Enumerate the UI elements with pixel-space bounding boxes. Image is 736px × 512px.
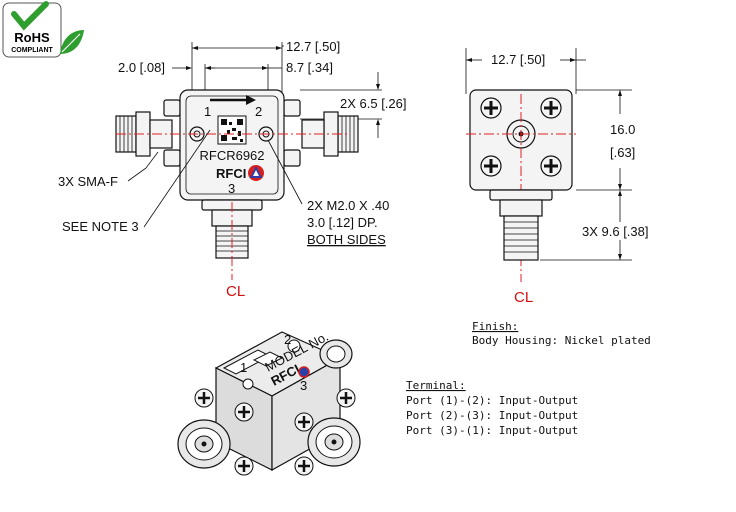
rohs-badge: RoHS COMPLIANT xyxy=(2,1,84,58)
screw-icon xyxy=(194,388,214,408)
screw-icon xyxy=(234,402,254,422)
screw-icon xyxy=(480,155,502,177)
iso-connector-left xyxy=(177,419,231,469)
dim-side-connector: 3X 9.6 [.38] xyxy=(582,224,649,239)
side-bottom-connector xyxy=(489,189,553,261)
port-2-label: 2 xyxy=(255,104,262,119)
callout-screw-line1: 2X M2.0 X .40 xyxy=(307,198,389,213)
dim-side-height-in: [.63] xyxy=(610,145,635,160)
port-1-label: 1 xyxy=(204,104,211,119)
iso-port-2: 2 xyxy=(284,332,291,347)
isometric-view: 1 2 3 MODEL No. RFCI xyxy=(177,329,361,476)
dim-side-height-mm: 16.0 xyxy=(610,122,635,137)
iso-connector-back xyxy=(319,339,353,369)
dim-side-width: 12.7 [.50] xyxy=(491,52,545,67)
front-centerline-label: CL xyxy=(226,283,245,300)
rohs-title: RoHS xyxy=(14,30,50,45)
callout-screw-line2: 3.0 [.12] DP. xyxy=(307,215,378,230)
screw-icon xyxy=(336,388,356,408)
terminal-row: Port (2)-(3): Input-Output xyxy=(406,409,578,422)
finish-heading: Finish: xyxy=(472,320,518,333)
iso-port-3: 3 xyxy=(300,378,307,393)
terminal-note: Terminal: Port (1)-(2): Input-Output Por… xyxy=(406,379,578,437)
dim-inner-width: 8.7 [.34] xyxy=(286,60,333,75)
terminal-row: Port (1)-(2): Input-Output xyxy=(406,394,578,407)
side-centerline-label: CL xyxy=(514,289,533,306)
iso-port-1: 1 xyxy=(240,360,247,375)
front-view: 12.7 [.50] 2.0 [.08] 8.7 [.34] 2X 6.5 [.… xyxy=(58,39,407,300)
finish-note: Finish: Body Housing: Nickel plated xyxy=(472,320,651,347)
left-sma-connector xyxy=(115,99,181,167)
dim-height: 2X 6.5 [.26] xyxy=(340,96,407,111)
callout-screw-line3: BOTH SIDES xyxy=(307,232,386,247)
screw-icon xyxy=(540,155,562,177)
port-3-label: 3 xyxy=(228,181,235,196)
iso-logo-icon xyxy=(298,366,310,378)
iso-connector-right xyxy=(307,417,361,467)
callout-note: SEE NOTE 3 xyxy=(62,219,139,234)
dim-overall-width: 12.7 [.50] xyxy=(286,39,340,54)
iso-qr-code xyxy=(252,351,284,367)
screw-icon xyxy=(294,456,314,476)
model-number: RFCR6962 xyxy=(199,148,264,163)
screw-icon xyxy=(540,97,562,119)
brand-logo-icon xyxy=(248,165,264,181)
checkmark-icon xyxy=(11,1,49,31)
callout-sma: 3X SMA-F xyxy=(58,174,118,189)
direction-arrow-icon xyxy=(246,95,256,105)
rohs-subtitle: COMPLIANT xyxy=(11,47,53,54)
screw-icon xyxy=(294,412,314,432)
dim-offset: 2.0 [.08] xyxy=(118,60,165,75)
brand-logo-text: RFCI xyxy=(216,166,246,181)
side-view: 12.7 [.50] xyxy=(465,48,649,306)
finish-text: Body Housing: Nickel plated xyxy=(472,334,651,347)
screw-icon xyxy=(234,456,254,476)
screw-icon xyxy=(480,97,502,119)
qr-code xyxy=(217,115,247,145)
terminal-row: Port (3)-(1): Input-Output xyxy=(406,424,578,437)
terminal-heading: Terminal: xyxy=(406,379,466,392)
